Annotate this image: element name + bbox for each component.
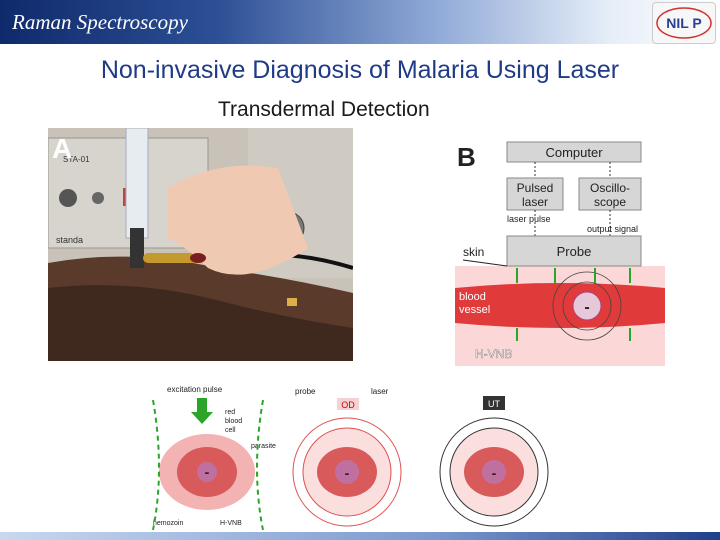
oscilloscope-box	[578, 177, 642, 211]
skin-label: skin	[463, 245, 484, 259]
computer-label: Computer	[545, 145, 603, 160]
footer-bar	[0, 532, 720, 540]
pulsed-laser-box	[506, 177, 564, 211]
output-signal-label: output signal	[587, 224, 638, 234]
probe-box	[506, 235, 642, 267]
slide-title: Non-invasive Diagnosis of Malaria Using …	[100, 56, 620, 84]
cell-3	[482, 460, 506, 484]
panel-b-schematic: B Computer Pulsed laser Oscillo- scope l…	[455, 141, 665, 366]
hvnb-label: H-VNB	[475, 347, 512, 361]
pulsed-label-2: laser	[522, 195, 548, 209]
rbc-label-3: cell	[225, 427, 236, 434]
bottom-hvnb-label: H-VNB	[220, 520, 242, 527]
brand-label: standa	[56, 235, 83, 245]
laser-pulse-label: laser pulse	[507, 214, 551, 224]
hvnb-bubble	[572, 291, 602, 321]
slide-subtitle: Transdermal Detection	[218, 98, 430, 121]
vessel-label-1: blood	[459, 291, 486, 303]
probe-label: Probe	[557, 244, 592, 259]
ut-label: UT	[488, 399, 500, 409]
computer-box	[506, 141, 642, 163]
header-title: Raman Spectroscopy	[12, 10, 188, 34]
od-label: OD	[341, 400, 355, 410]
laser-small-label: laser	[371, 387, 389, 396]
cell-diagrams: excitation pulse red blood cell parasite…	[152, 385, 549, 530]
ut-box	[483, 396, 505, 410]
rbc-label-2: blood	[225, 418, 242, 425]
bubble-minus: -	[584, 299, 589, 316]
nilp-logo: NIL P	[652, 2, 716, 44]
pulsed-label-1: Pulsed	[517, 181, 554, 195]
od-box	[337, 398, 359, 410]
cell-2	[335, 460, 359, 484]
oscillo-label-1: Oscillo-	[590, 181, 630, 195]
cell-2-minus: -	[345, 465, 350, 481]
excitation-arrow	[191, 398, 213, 424]
vessel-label-2: vessel	[459, 304, 490, 316]
probe-small-label: probe	[295, 387, 316, 396]
header-bar: Raman Spectroscopy NIL P	[0, 0, 720, 44]
rbc-label-1: red	[225, 409, 235, 416]
cell-1-minus: -	[205, 464, 210, 480]
device-label: STA-01	[63, 155, 90, 164]
oscillo-label-2: scope	[594, 195, 626, 209]
panel-a-photo: STA-01 standa A	[48, 128, 353, 361]
cell-3-minus: -	[492, 465, 497, 481]
parasite-label: parasite	[251, 443, 276, 450]
excitation-pulse-label: excitation pulse	[167, 385, 223, 394]
logo-text: NIL P	[666, 15, 702, 31]
blood-vessel-band	[455, 283, 665, 328]
device-photo-illustration: STA-01 standa A	[48, 128, 353, 361]
panel-b-label: B	[457, 142, 476, 172]
nilp-logo-graphic: NIL P	[656, 7, 712, 39]
panel-a-label: A	[52, 133, 72, 164]
hemozoin-label: hemozoin	[153, 520, 183, 527]
